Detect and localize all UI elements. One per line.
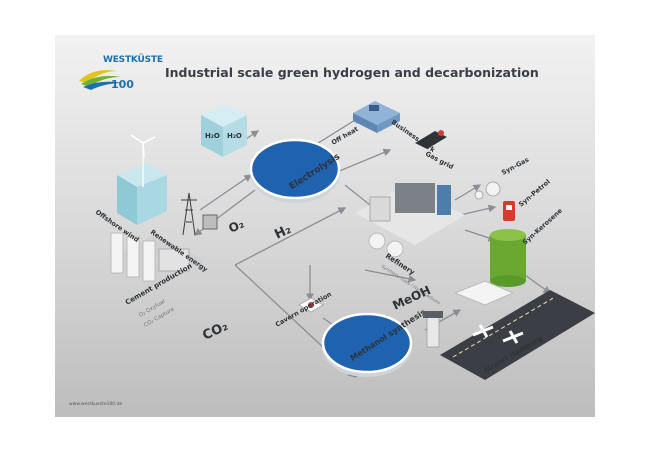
syn-petrol-label: Syn-Petrol <box>517 178 552 209</box>
syn-kerosene-label: Syn-Kerosene <box>521 206 564 246</box>
flow-power-electrolysis <box>199 174 253 211</box>
syn-gas-icon <box>474 181 501 200</box>
refinery-icon <box>355 183 465 258</box>
diagram-board: WESTKÜSTE 100 Industrial scale green hyd… <box>55 35 595 417</box>
electrolysis-node: Electrolysis <box>249 138 342 203</box>
methanol-synthesis-node: Methanol synthesis <box>321 307 427 377</box>
h2-stream-label: H₂ <box>272 222 293 243</box>
co2-stream-label: CO₂ <box>200 319 230 344</box>
business-park-icon <box>353 101 400 133</box>
airport-icon <box>423 280 595 380</box>
logo-number: 100 <box>111 78 134 91</box>
flow-kerosene-airport <box>524 274 552 294</box>
syn-kerosene-tank-icon <box>490 229 526 287</box>
syn-gas-label: Syn-Gas <box>500 156 530 177</box>
water-cube-icon: H₂O H₂O <box>201 105 247 157</box>
o2-stream-label: O₂ <box>226 216 246 235</box>
gas-grid-label: Gas grid <box>424 150 455 172</box>
offshore-wind-icon <box>117 134 167 225</box>
cavern-icon <box>298 297 324 313</box>
flow-offheat <box>314 116 362 146</box>
flow-h2-main <box>234 207 347 266</box>
flow-meoh-refinery <box>364 269 417 283</box>
syn-petrol-icon <box>503 201 515 221</box>
process-diagram: H₂O H₂O Electrolysis <box>94 101 595 380</box>
flow-synpetrol <box>459 204 497 216</box>
off-heat-label: Off heat <box>330 125 360 147</box>
footer-url: www.westkueste100.de <box>69 402 123 407</box>
h2o-label-1: H₂O <box>205 132 220 140</box>
westkueste-logo <box>79 70 123 90</box>
page-title: Industrial scale green hydrogen and deca… <box>165 65 539 80</box>
flow-syngas <box>454 184 482 201</box>
cement-plant-icon <box>107 232 205 287</box>
power-pylon-icon <box>181 192 218 236</box>
h2o-label-2: H₂O <box>227 132 242 140</box>
logo-wordmark: WESTKÜSTE <box>103 55 163 65</box>
gas-grid-icon <box>415 130 447 149</box>
